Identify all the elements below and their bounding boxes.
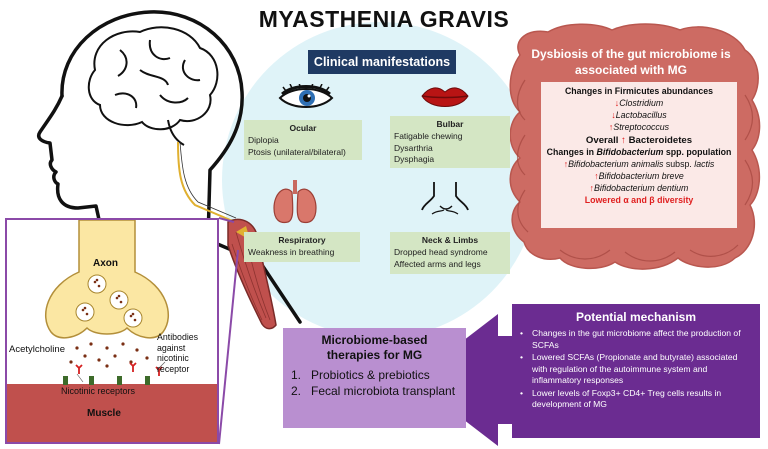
taxon-suffix: subsp. bbox=[663, 158, 695, 169]
dysbiosis-title: Dysbiosis of the gut microbiome is assoc… bbox=[515, 46, 747, 78]
mechanism-list: Changes in the gut microbiome affect the… bbox=[518, 328, 754, 411]
increase-arrow-icon: ↑ bbox=[594, 170, 599, 181]
taxon-name: Streptococcus bbox=[613, 121, 670, 132]
therapies-box: Microbiome-based therapies for MG 1. Prob… bbox=[283, 328, 466, 428]
ocular-item: Diplopia bbox=[248, 135, 279, 146]
therapy-number: 1. bbox=[291, 368, 302, 382]
dysbiosis-title-line: Dysbiosis of the gut microbiome is bbox=[531, 47, 731, 61]
therapy-text: Probiotics & prebiotics bbox=[311, 368, 430, 382]
bifido-header-post: spp. population bbox=[665, 146, 732, 157]
bulbar-item: Dysarthria bbox=[394, 142, 433, 153]
bulbar-title: Bulbar bbox=[436, 119, 464, 129]
taxon-name: Clostridium bbox=[619, 97, 664, 108]
therapies-title-line: therapies for MG bbox=[326, 348, 423, 362]
therapy-text: Fecal microbiota transplant bbox=[311, 383, 456, 398]
acetylcholine-label: Acetylcholine bbox=[9, 344, 65, 355]
taxon-name: Bifidobacterium animalis bbox=[568, 158, 664, 169]
clinical-manifestations-header: Clinical manifestations bbox=[308, 50, 456, 74]
bulbar-item: Dysphagia bbox=[394, 154, 435, 165]
nicotinic-receptors-label: Nicotinic receptors bbox=[61, 386, 136, 396]
neck-limbs-card: Neck & Limbs Dropped head syndrome Affec… bbox=[390, 232, 510, 274]
respiratory-card: Respiratory Weakness in breathing bbox=[244, 232, 360, 262]
taxon-row: ↑Bifidobacterium dentium bbox=[541, 183, 737, 195]
therapy-item: 1. Probiotics & prebiotics bbox=[291, 368, 458, 384]
muscle-label: Muscle bbox=[87, 408, 121, 419]
neck-limbs-item: Dropped head syndrome bbox=[394, 247, 488, 258]
therapy-item: 2. Fecal microbiota transplant bbox=[291, 384, 458, 400]
mechanism-item: Lowered SCFAs (Propionate and butyrate) … bbox=[520, 352, 754, 387]
antibodies-label: Antibodies against nicotinic receptor bbox=[157, 332, 199, 374]
neck-limbs-title: Neck & Limbs bbox=[421, 235, 479, 245]
neck-shoulders-icon bbox=[421, 182, 469, 215]
overall-prefix: Overall bbox=[585, 134, 619, 146]
dysbiosis-title-line: associated with MG bbox=[574, 63, 688, 78]
eye-icon bbox=[278, 84, 334, 108]
taxon-row: ↑Streptococcus bbox=[541, 122, 737, 134]
overall-bacteroidetes: Overall ↑ Bacteroidetes bbox=[541, 134, 737, 147]
taxon-suffix-italic: lactis bbox=[694, 158, 715, 169]
respiratory-title: Respiratory bbox=[278, 235, 326, 245]
page-title: MYASTHENIA GRAVIS bbox=[258, 6, 510, 32]
neuromuscular-junction-inset: Axon Acetylcholine Antibodies against ni… bbox=[5, 218, 219, 444]
nmj-illustration bbox=[7, 220, 217, 442]
brain-icon bbox=[87, 26, 219, 146]
taxon-name: Bifidobacterium dentium bbox=[594, 182, 689, 193]
increase-arrow-icon: ↑ bbox=[563, 158, 569, 169]
decrease-arrow-icon: ↓ bbox=[614, 97, 620, 108]
taxon-row: ↑Bifidobacterium breve bbox=[541, 171, 737, 183]
increase-arrow-icon: ↑ bbox=[589, 182, 595, 193]
ocular-card: Ocular Diplopia Ptosis (unilateral/bilat… bbox=[244, 120, 362, 160]
taxon-row: ↓Lactobacillus bbox=[541, 110, 737, 122]
bifido-header: Changes in Bifidobacterium spp. populati… bbox=[541, 147, 737, 159]
taxon-name: Bifidobacterium breve bbox=[598, 170, 684, 181]
diversity-line: Lowered α and β diversity bbox=[584, 194, 694, 205]
overall-name: Bacteroidetes bbox=[628, 134, 693, 146]
bifido-header-genus: Bifidobacterium bbox=[596, 146, 664, 157]
potential-mechanism-box: Potential mechanism Changes in the gut m… bbox=[512, 304, 760, 438]
bulbar-item: Fatigable chewing bbox=[394, 131, 463, 142]
increase-arrow-icon: ↑ bbox=[621, 134, 626, 146]
taxon-row: ↑Bifidobacterium animalis subsp. lactis bbox=[541, 159, 737, 171]
decrease-arrow-icon: ↓ bbox=[611, 109, 616, 120]
therapies-title-line: Microbiome-based bbox=[321, 333, 428, 347]
therapies-list: 1. Probiotics & prebiotics 2. Fecal microb… bbox=[291, 368, 458, 399]
taxon-row: ↓Clostridium bbox=[541, 98, 737, 110]
ocular-item: Ptosis (unilateral/bilateral) bbox=[248, 146, 346, 157]
mechanism-item: Changes in the gut microbiome affect the… bbox=[520, 328, 754, 351]
lungs-icon bbox=[273, 180, 317, 224]
increase-arrow-icon: ↑ bbox=[608, 121, 614, 132]
taxon-name: Lactobacillus bbox=[615, 109, 667, 120]
dysbiosis-findings-box: Changes in Firmicutes abundances ↓Clostr… bbox=[541, 82, 737, 228]
ocular-title: Ocular bbox=[289, 123, 317, 133]
firmicutes-header: Changes in Firmicutes abundances bbox=[564, 86, 714, 96]
axon-label: Axon bbox=[93, 258, 118, 269]
lips-icon bbox=[421, 87, 469, 107]
respiratory-item: Weakness in breathing bbox=[248, 247, 335, 258]
bifido-header-pre: Changes in bbox=[546, 146, 595, 157]
mechanism-title: Potential mechanism bbox=[575, 310, 697, 324]
bulbar-card: Bulbar Fatigable chewing Dysarthria Dysp… bbox=[390, 116, 510, 168]
mechanism-item: Lower levels of Foxp3+ CD4+ Treg cells r… bbox=[520, 388, 754, 411]
therapy-number: 2. bbox=[291, 383, 302, 398]
neck-limbs-item: Affected arms and legs bbox=[394, 258, 481, 269]
therapies-title: Microbiome-based therapies for MG bbox=[291, 333, 458, 363]
